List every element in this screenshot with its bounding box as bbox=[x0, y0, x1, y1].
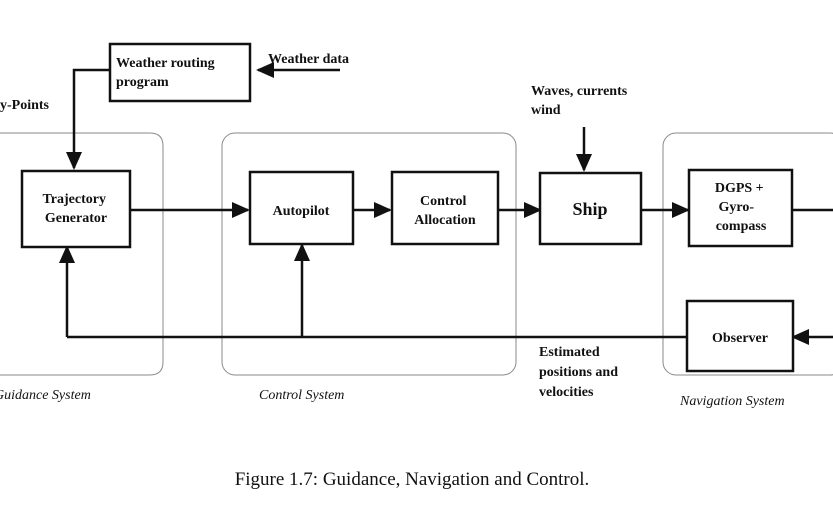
routing-to-trajectory-arrow bbox=[66, 68, 110, 170]
guidance-system-group bbox=[0, 132, 164, 376]
disturbance-line-2: wind bbox=[531, 103, 561, 118]
dgps-line-1: DGPS + bbox=[715, 181, 764, 196]
figure-caption: Figure 1.7: Guidance, Navigation and Con… bbox=[235, 469, 590, 490]
svg-text:Trajectory Generator: Trajectory Generator bbox=[43, 192, 110, 226]
control-system-group bbox=[221, 132, 517, 376]
trajectory-line-2: Generator bbox=[45, 211, 107, 226]
autopilot-block: Autopilot bbox=[248, 170, 355, 246]
estimated-line-1: Estimated bbox=[539, 345, 600, 360]
weather-routing-line-1: Weather routing bbox=[116, 56, 215, 71]
dgps-line-2: Gyro- bbox=[718, 200, 754, 215]
svg-text:Ship: Ship bbox=[572, 199, 607, 219]
way-points-label: y-Points bbox=[0, 98, 50, 113]
svg-text:Control Allocation: Control Allocation bbox=[414, 194, 476, 228]
dgps-gyro-block: DGPS + Gyro- compass bbox=[687, 168, 794, 248]
trajectory-generator-block: Trajectory Generator bbox=[20, 169, 132, 249]
ship-label: Ship bbox=[572, 199, 607, 219]
control-allocation-line-2: Allocation bbox=[414, 213, 476, 228]
dgps-line-3: compass bbox=[716, 219, 767, 234]
weather-routing-block: Weather routing program bbox=[108, 42, 252, 103]
observer-label: Observer bbox=[712, 331, 768, 346]
connectors bbox=[59, 62, 833, 345]
weather-data-label: Weather data bbox=[268, 52, 349, 67]
ship-block: Ship bbox=[538, 171, 643, 246]
control-allocation-line-1: Control bbox=[420, 194, 467, 209]
svg-text:DGPS + Gyro- compa: DGPS + Gyro- compass bbox=[715, 181, 767, 234]
observer-block: Observer bbox=[685, 299, 795, 373]
weather-routing-line-2: program bbox=[116, 75, 169, 90]
svg-text:Weather routing program: Weather routing program bbox=[116, 56, 218, 90]
control-allocation-block: Control Allocation bbox=[390, 170, 500, 246]
svg-text:Observer: Observer bbox=[712, 331, 768, 346]
estimated-line-2: positions and bbox=[539, 365, 618, 380]
estimated-line-3: velocities bbox=[539, 385, 594, 400]
estimated-label: Estimated positions and velocities bbox=[539, 345, 621, 400]
control-system-label: Control System bbox=[259, 388, 344, 403]
navigation-system-group bbox=[662, 132, 833, 376]
navigation-system-label: Navigation System bbox=[679, 394, 785, 409]
autopilot-label: Autopilot bbox=[273, 204, 330, 219]
guidance-system-label: Guidance System bbox=[0, 388, 91, 403]
svg-text:Autopilot: Autopilot bbox=[273, 204, 330, 219]
disturbance-line-1: Waves, currents bbox=[531, 84, 628, 99]
disturbance-label: Waves, currents wind bbox=[531, 84, 631, 118]
trajectory-line-1: Trajectory bbox=[43, 192, 106, 207]
